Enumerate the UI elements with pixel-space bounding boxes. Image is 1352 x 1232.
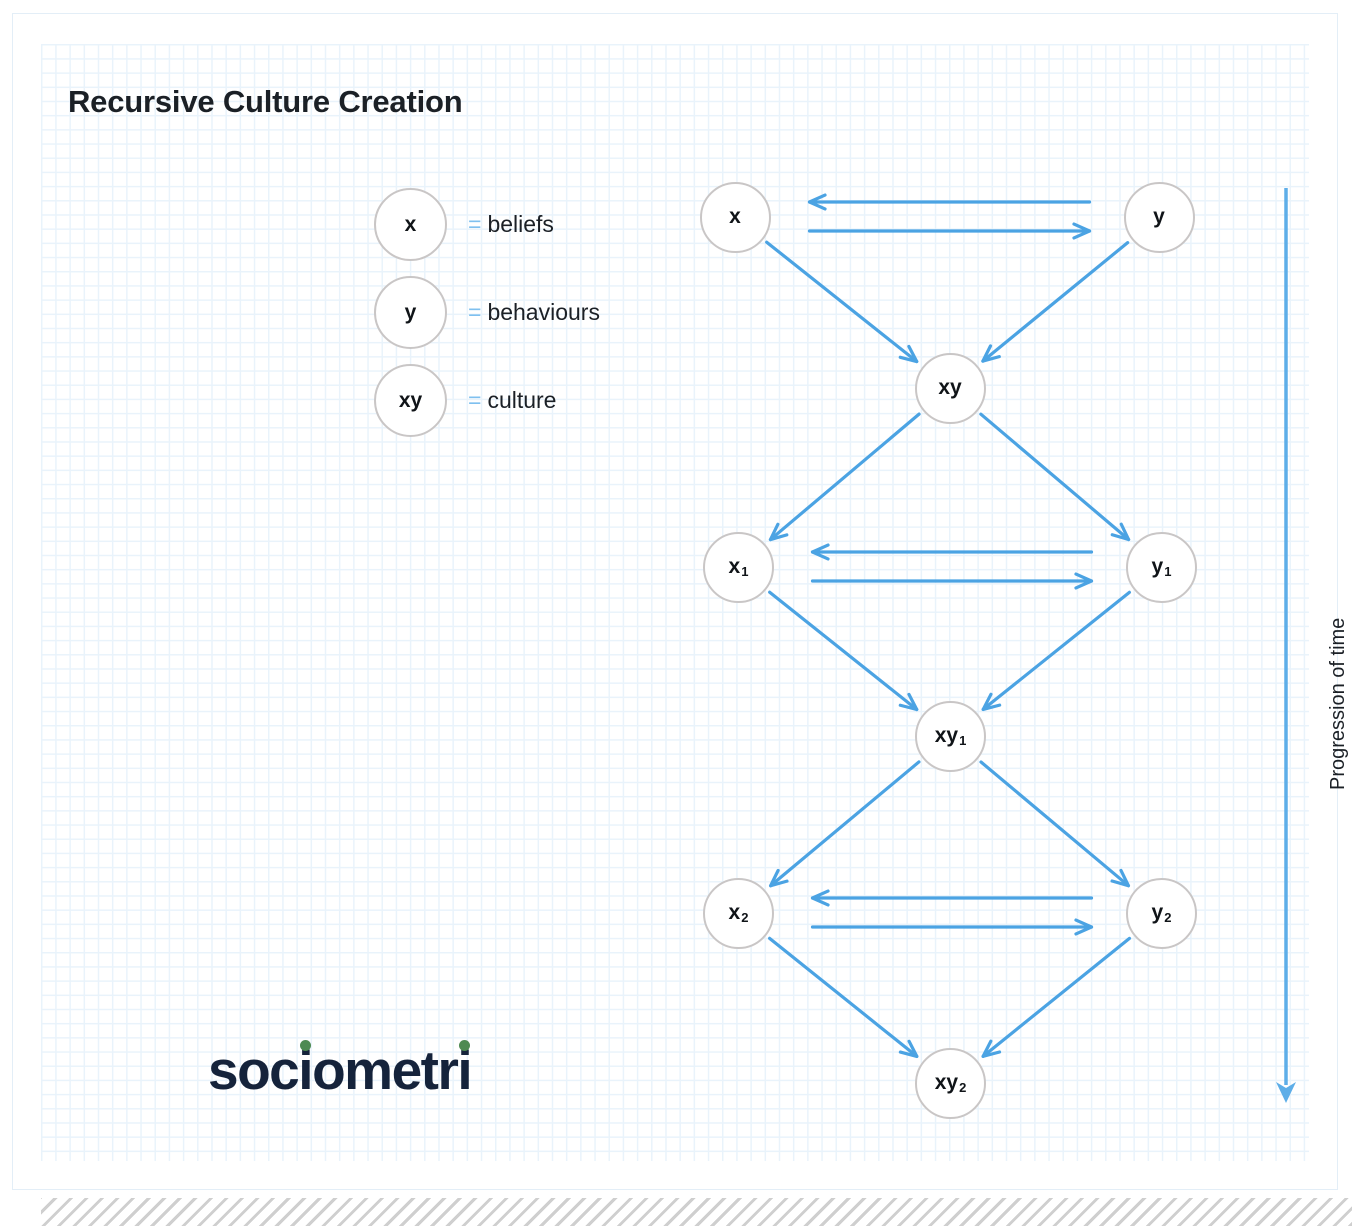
- legend-equals-sign: =: [468, 211, 482, 237]
- legend-item-culture: xy = culture: [374, 364, 556, 437]
- brand-seg-i2: i: [457, 1039, 473, 1101]
- node-base-label: y: [1153, 205, 1165, 228]
- legend-item-behaviours: y = behaviours: [374, 276, 600, 349]
- node-base-label: xy: [934, 724, 959, 747]
- legend-label-behaviours: behaviours: [487, 299, 600, 325]
- legend-equals-sign: =: [468, 299, 482, 325]
- legend-equals-sign: =: [468, 387, 482, 413]
- legend-label-culture: culture: [487, 387, 557, 413]
- brand-seg-1: soc: [208, 1039, 300, 1101]
- diagram-node-x[interactable]: x: [699, 181, 771, 253]
- bottom-hatch-strip: [41, 1198, 1352, 1226]
- brand-seg-3: ometr: [312, 1039, 459, 1101]
- legend-label-beliefs: beliefs: [487, 211, 554, 237]
- page-title: Recursive Culture Creation: [68, 84, 463, 119]
- brand-seg-i1: i: [298, 1039, 314, 1101]
- node-base-label: y: [1151, 555, 1164, 578]
- node-base-label: xy: [934, 1071, 959, 1094]
- node-base-label: y: [1151, 901, 1164, 924]
- node-base-label: x: [729, 205, 741, 228]
- legend-symbol-xy: xy: [374, 364, 447, 437]
- node-base-label: x: [728, 901, 741, 924]
- diagram-node-xy[interactable]: xy: [914, 352, 986, 424]
- legend-symbol-y: y: [374, 276, 447, 349]
- node-base-label: xy: [938, 376, 962, 399]
- time-axis-label: Progression of time: [1327, 617, 1349, 790]
- node-base-label: x: [728, 555, 741, 578]
- legend-symbol-x: x: [374, 188, 447, 261]
- legend-item-beliefs: x = beliefs: [374, 188, 554, 261]
- brand-logo: sociometri: [208, 1039, 473, 1101]
- graph-paper-grid: [41, 44, 1309, 1161]
- diagram-node-y[interactable]: y: [1123, 181, 1195, 253]
